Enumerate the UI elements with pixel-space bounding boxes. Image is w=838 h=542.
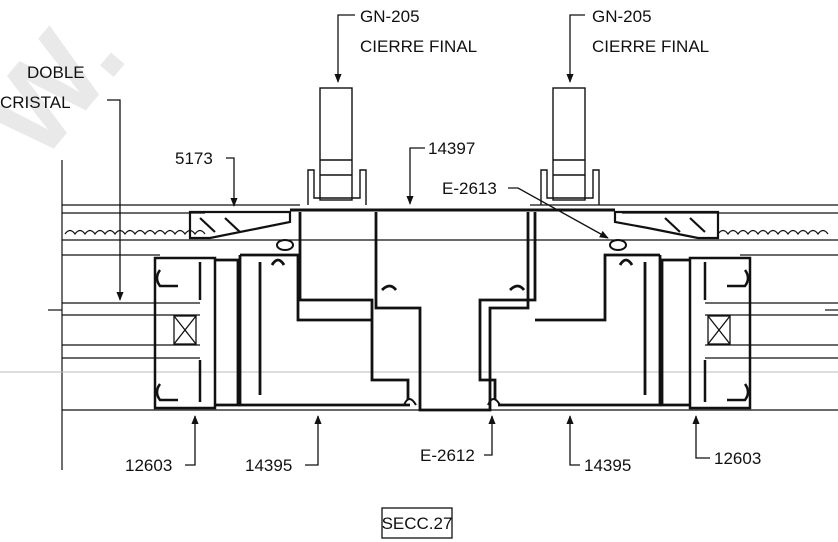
section-title-text: SECC.27: [382, 514, 453, 533]
label-14395-right: 14395: [584, 456, 631, 475]
label-gn205-left-desc: CIERRE FINAL: [360, 37, 477, 56]
svg-text:W.: W.: [0, 0, 150, 182]
label-12603-left: 12603: [125, 456, 172, 475]
label-e2613: E-2613: [442, 179, 497, 198]
insulation-left: [64, 229, 206, 236]
profile-14395-left: [215, 253, 410, 407]
profile-5173-right: [613, 210, 720, 240]
label-gn205-left-code: GN-205: [360, 7, 420, 26]
spacer-right: [707, 315, 731, 345]
frame-12603-left: [153, 256, 217, 410]
watermark: W.: [0, 0, 150, 182]
profile-5173-left: [188, 210, 292, 240]
label-5173: 5173: [175, 149, 213, 168]
label-12603-right: 12603: [714, 449, 761, 468]
leaders: [107, 14, 710, 466]
gaskets: [276, 239, 627, 406]
spacer-left: [173, 315, 197, 345]
frame-12603-right: [688, 256, 752, 410]
end-cap-left: [307, 87, 367, 205]
end-cap-right: [540, 87, 600, 205]
label-14397: 14397: [428, 139, 475, 158]
label-e2612: E-2612: [420, 446, 475, 465]
label-doble: DOBLE: [27, 63, 85, 82]
label-cristal: CRISTAL: [0, 93, 71, 112]
central-profile: [298, 212, 537, 412]
insulation-right: [717, 229, 829, 236]
label-gn205-right-desc: CIERRE FINAL: [592, 37, 709, 56]
label-14395-left: 14395: [245, 456, 292, 475]
section-title: SECC.27: [381, 507, 453, 539]
label-gn205-right-code: GN-205: [592, 7, 652, 26]
profile-14395-right: [498, 253, 690, 407]
